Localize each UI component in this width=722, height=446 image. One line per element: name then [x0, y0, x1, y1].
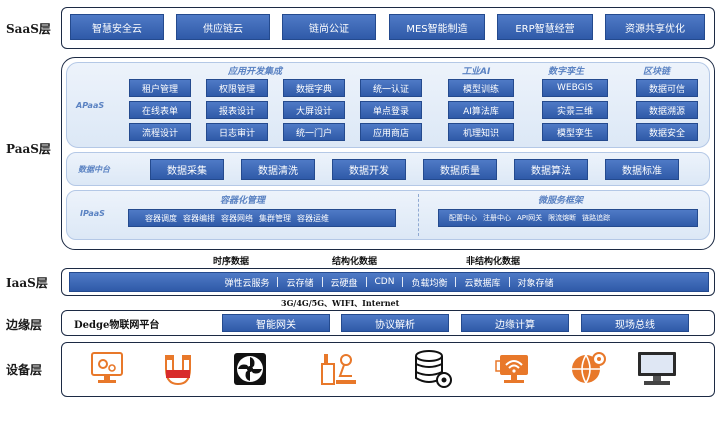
app-dev-sso[interactable]: 单点登录 [360, 101, 422, 119]
edge-layer-label: 边缘层 [6, 318, 43, 332]
iaas-cloud-storage[interactable]: 云存储 [286, 278, 314, 289]
digital-twin-group-title: 数字孪生 [548, 67, 585, 77]
ms-rate-limit[interactable]: 限流熔断 [548, 214, 577, 222]
app-dev-tenant[interactable]: 租户管理 [129, 79, 191, 97]
blockchain-data-trace[interactable]: 数据溯源 [636, 101, 698, 119]
network-label: 3G/4G/5G、WIFI、Internet [281, 298, 400, 308]
microservice-title: 微服务框架 [538, 196, 584, 206]
data-platform-quality[interactable]: 数据质量 [423, 159, 497, 180]
saas-item-erp[interactable]: ERP智慧经营 [497, 14, 593, 40]
digital-twin-3d-scene[interactable]: 实景三维 [542, 101, 608, 119]
data-platform-collect[interactable]: 数据采集 [150, 159, 224, 180]
data-type-timeseries: 时序数据 [213, 257, 250, 267]
edge-protocol-parse[interactable]: 协议解析 [341, 314, 449, 332]
factory-robot-icon [321, 354, 356, 385]
app-dev-dictionary[interactable]: 数据字典 [283, 79, 345, 97]
edge-platform-name: Dedge物联网平台 [74, 320, 160, 331]
app-dev-online-form[interactable]: 在线表单 [129, 101, 191, 119]
app-dev-app-store[interactable]: 应用商店 [360, 123, 422, 141]
data-platform-algorithm[interactable]: 数据算法 [514, 159, 588, 180]
saas-layer-label: SaaS层 [6, 22, 51, 36]
app-dev-process-design[interactable]: 流程设计 [129, 123, 191, 141]
blockchain-data-security[interactable]: 数据安全 [636, 123, 698, 141]
blockchain-data-trust[interactable]: 数据可信 [636, 79, 698, 97]
data-platform-develop[interactable]: 数据开发 [332, 159, 406, 180]
saas-item-resource-sharing[interactable]: 资源共享优化 [605, 14, 705, 40]
data-type-structured: 结构化数据 [332, 257, 378, 267]
industrial-ai-group-title: 工业AI [462, 67, 491, 77]
container-ops[interactable]: 容器运维 [297, 213, 329, 223]
iaas-object-storage[interactable]: 对象存储 [517, 278, 554, 289]
ipaas-label: IPaaS [80, 209, 105, 218]
edge-fieldbus[interactable]: 现场总线 [581, 314, 689, 332]
ipaas-divider [418, 194, 419, 236]
edge-edge-computing[interactable]: 边缘计算 [461, 314, 569, 332]
app-dev-log-audit[interactable]: 日志审计 [206, 123, 268, 141]
database-gear-icon [415, 350, 452, 388]
ms-config-center[interactable]: 配置中心 [449, 214, 477, 222]
app-dev-screen-design[interactable]: 大屏设计 [283, 101, 345, 119]
data-type-unstructured: 非结构化数据 [466, 257, 521, 267]
iaas-cloud-database[interactable]: 云数据库 [464, 278, 501, 289]
apaas-label: APaaS [76, 101, 105, 110]
saas-item-mes[interactable]: MES智能制造 [389, 14, 485, 40]
device-layer-label: 设备层 [6, 363, 43, 377]
iaas-elastic-cloud[interactable]: 弹性云服务 [224, 278, 270, 289]
app-dev-unified-auth[interactable]: 统一认证 [360, 79, 422, 97]
industrial-ai-model-training[interactable]: 模型训练 [448, 79, 514, 97]
blockchain-group-title: 区块链 [643, 67, 671, 77]
globe-gear-icon [572, 352, 606, 384]
container-orchestrate[interactable]: 容器编排 [183, 213, 215, 223]
iaas-load-balancer[interactable]: 负载均衡 [411, 278, 448, 289]
industrial-ai-algorithm-lib[interactable]: AI算法库 [448, 101, 514, 119]
app-dev-report-design[interactable]: 报表设计 [206, 101, 268, 119]
data-platform-label: 数据中台 [78, 165, 110, 174]
cluster-management[interactable]: 集群管理 [259, 213, 291, 223]
wifi-monitor-icon [495, 355, 528, 383]
ms-registry-center[interactable]: 注册中心 [483, 214, 511, 222]
iaas-cdn[interactable]: CDN [374, 277, 395, 287]
device-frame [61, 342, 715, 397]
iaas-strip: 弹性云服务 云存储 云硬盘 CDN 负载均衡 云数据库 对象存储 [69, 272, 709, 292]
digital-twin-model-twin[interactable]: 模型孪生 [542, 123, 608, 141]
ms-api-gateway[interactable]: API网关 [517, 214, 543, 222]
app-dev-unified-portal[interactable]: 统一门户 [283, 123, 345, 141]
edge-smart-gateway[interactable]: 智能网关 [222, 314, 330, 332]
data-platform-clean[interactable]: 数据清洗 [241, 159, 315, 180]
app-dev-permission[interactable]: 权限管理 [206, 79, 268, 97]
iaas-cloud-disk[interactable]: 云硬盘 [330, 278, 358, 289]
fan-icon [234, 353, 266, 385]
container-network[interactable]: 容器网络 [221, 213, 253, 223]
microservice-strip: 配置中心 注册中心 API网关 限流熔断 链路追踪 [438, 209, 698, 227]
app-dev-group-title: 应用开发集成 [228, 67, 283, 77]
magnet-icon [165, 355, 191, 386]
desktop-computer-icon [638, 352, 676, 385]
settings-monitor-icon [91, 352, 123, 383]
digital-twin-webgis[interactable]: WEBGIS [542, 79, 608, 97]
container-schedule[interactable]: 容器调度 [145, 213, 177, 223]
paas-layer-label: PaaS层 [6, 142, 51, 156]
data-platform-standard[interactable]: 数据标准 [605, 159, 679, 180]
saas-item-notarization[interactable]: 链尚公证 [282, 14, 376, 40]
industrial-ai-mechanism-knowledge[interactable]: 机理知识 [448, 123, 514, 141]
saas-item-supply-chain[interactable]: 供应链云 [176, 14, 270, 40]
saas-item-smart-security[interactable]: 智慧安全云 [70, 14, 164, 40]
ms-tracing[interactable]: 链路追踪 [582, 214, 611, 222]
container-mgmt-title: 容器化管理 [220, 196, 266, 206]
iaas-layer-label: IaaS层 [6, 276, 48, 290]
container-mgmt-strip: 容器调度 容器编排 容器网络 集群管理 容器运维 [128, 209, 396, 227]
